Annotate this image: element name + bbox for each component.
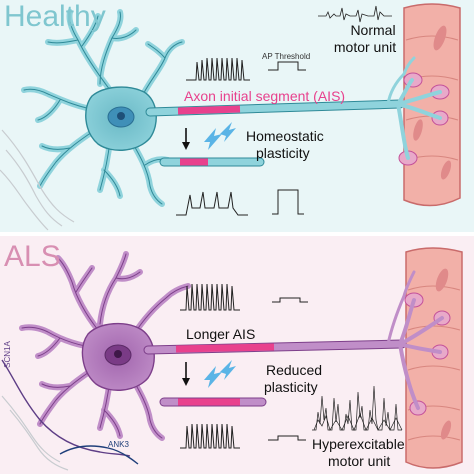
action-potential-trace-healthy-high: [186, 57, 250, 81]
threshold-pulse-als-bottom: [268, 435, 306, 441]
label-normal: Normal: [350, 22, 396, 38]
lightning-icon: [204, 122, 236, 150]
label-homeostatic: Homeostatic: [246, 128, 324, 144]
cytoskeleton-strands-healthy: [0, 129, 75, 231]
muscle-fiber-als: [405, 247, 463, 469]
label-ap-threshold: AP Threshold: [262, 52, 311, 61]
down-arrow-icon-als: [182, 362, 190, 386]
panel-divider: [0, 232, 474, 236]
muscle-fiber-healthy: [403, 3, 461, 207]
down-arrow-icon: [182, 128, 190, 150]
emg-trace-normal: [318, 5, 392, 23]
title-healthy: Healthy: [4, 0, 106, 33]
cytoskeleton-strands-als: [1, 359, 139, 471]
action-potential-trace-healthy-low: [176, 191, 248, 216]
title-als: ALS: [4, 240, 61, 273]
emg-trace-hyperexcitable: [312, 385, 403, 431]
label-ais: Axon initial segment (AIS): [184, 88, 346, 104]
threshold-pulse-healthy: [268, 61, 306, 71]
label-gene-scn1a: SCN1A: [2, 341, 12, 368]
action-potential-trace-als-bottom: [180, 423, 240, 449]
label-hyperexcitable: Hyperexcitable: [312, 436, 405, 452]
label-plasticity-als: plasticity: [264, 379, 318, 395]
nucleolus-healthy: [117, 112, 125, 120]
nucleolus-als: [114, 350, 122, 358]
label-plasticity-healthy: plasticity: [256, 145, 310, 161]
lightning-icon-als: [204, 360, 236, 388]
label-motor-unit: motor unit: [333, 39, 397, 55]
label-reduced: Reduced: [266, 362, 323, 378]
action-potential-trace-als-top: [180, 283, 240, 311]
threshold-pulse-healthy-wide: [272, 189, 304, 215]
axon-als: [143, 270, 444, 410]
label-gene-ank3: ANK3: [108, 440, 129, 449]
threshold-pulse-als-top: [272, 297, 308, 303]
als-panel: [0, 236, 474, 474]
label-motor-unit-als: motor unit: [328, 453, 391, 469]
axon-healthy: [145, 56, 442, 160]
label-longer-ais: Longer AIS: [186, 326, 256, 342]
